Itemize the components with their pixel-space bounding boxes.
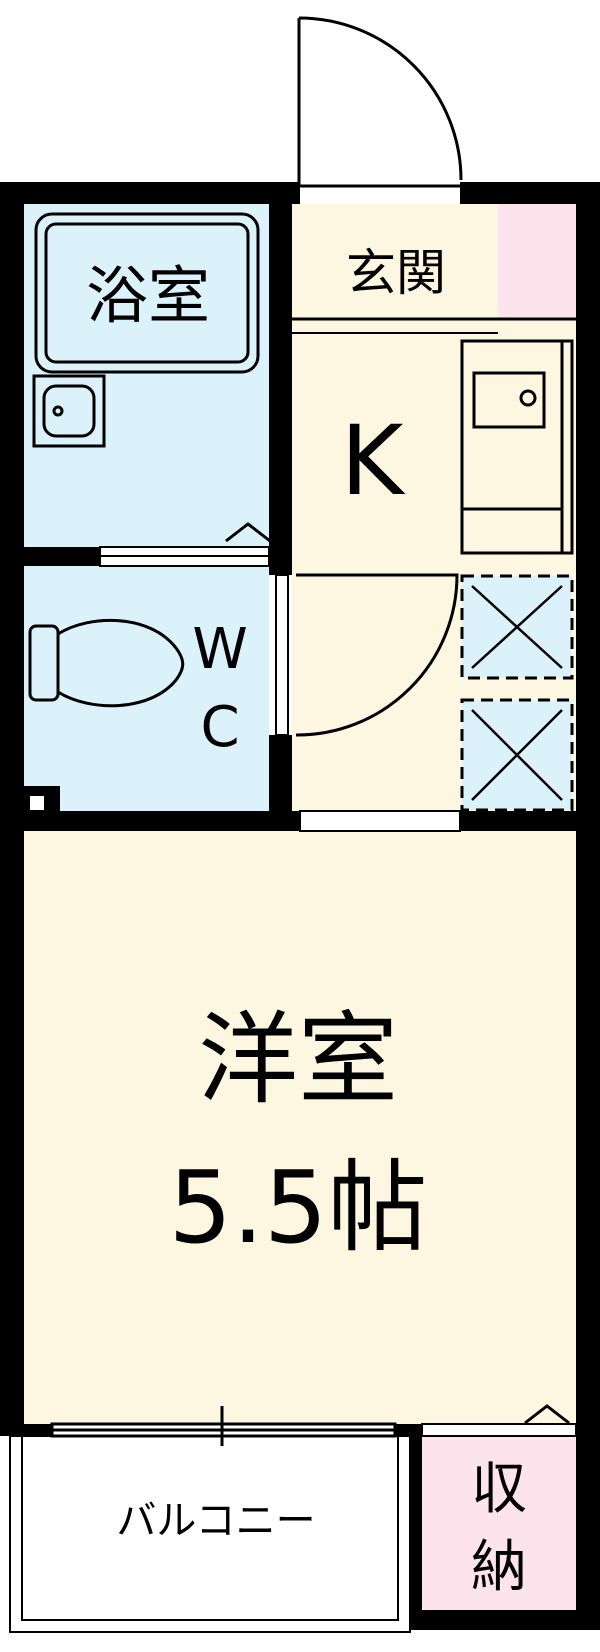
entrance-shoe-cabinet	[498, 204, 576, 319]
wc-door-jamb	[275, 574, 289, 736]
storage-door	[421, 1423, 577, 1437]
vent-mark	[225, 522, 271, 543]
entrance-door	[297, 16, 463, 188]
western-room-size: 5.5帖	[168, 1149, 427, 1266]
bath-label: 浴室	[86, 259, 210, 332]
appliance-cross-marks	[471, 585, 563, 801]
kitchen-door	[295, 573, 459, 737]
walls	[0, 182, 600, 1630]
bathtub	[34, 212, 260, 374]
kitchen-sink	[460, 339, 574, 555]
western-room-area	[24, 831, 576, 1424]
entrance-area	[292, 204, 498, 319]
vent-mark	[524, 1404, 570, 1425]
western-room-label: 洋室	[198, 1001, 398, 1118]
wash-basin	[32, 374, 106, 448]
balcony-label: バルコニー	[116, 1498, 315, 1544]
kitchen-label: K	[341, 405, 406, 517]
storage-label-2: 納	[471, 1535, 527, 1600]
toilet-label-w: W	[192, 617, 247, 682]
balcony-railing	[9, 1435, 411, 1633]
storage-label-1: 収	[471, 1457, 527, 1522]
pipe-space	[30, 796, 44, 810]
toilet-area	[24, 566, 269, 811]
room-door	[299, 810, 461, 832]
toilet-label-c: C	[200, 695, 239, 760]
toilet-bowl	[28, 618, 185, 708]
entrance-label: 玄関	[346, 244, 446, 302]
storage-area	[422, 1436, 576, 1614]
